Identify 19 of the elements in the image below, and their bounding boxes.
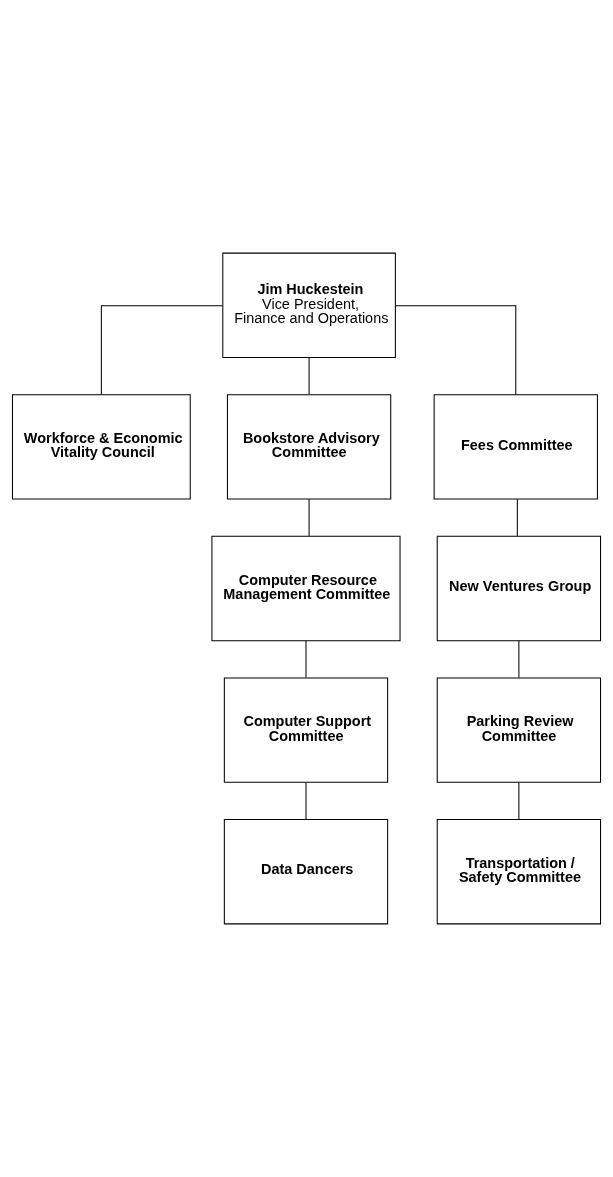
node-box: Fees Committee [433, 394, 598, 500]
connector [395, 305, 517, 395]
connector [100, 305, 223, 395]
connector [518, 640, 520, 679]
node-box: Computer Resource Management Committee [211, 535, 401, 642]
connector [308, 357, 310, 395]
connector [305, 781, 307, 820]
connector [516, 498, 518, 537]
node-box: Jim Huckestein Vice President, Finance and Operations [222, 252, 396, 359]
node-box: New Ventures Group [436, 535, 602, 642]
node-box: Bookstore Advisory Committee [226, 394, 392, 500]
node-box: Parking Review Committee [436, 677, 602, 783]
node-box: Computer Support Committee [223, 677, 389, 783]
connector [308, 498, 310, 537]
node-box: Transportation / Safety Committee [436, 818, 602, 925]
node-box: Workforce & Economic Vitality Council [11, 394, 191, 500]
node-box: Data Dancers [223, 818, 389, 925]
connector [305, 640, 307, 679]
connector [518, 781, 520, 820]
